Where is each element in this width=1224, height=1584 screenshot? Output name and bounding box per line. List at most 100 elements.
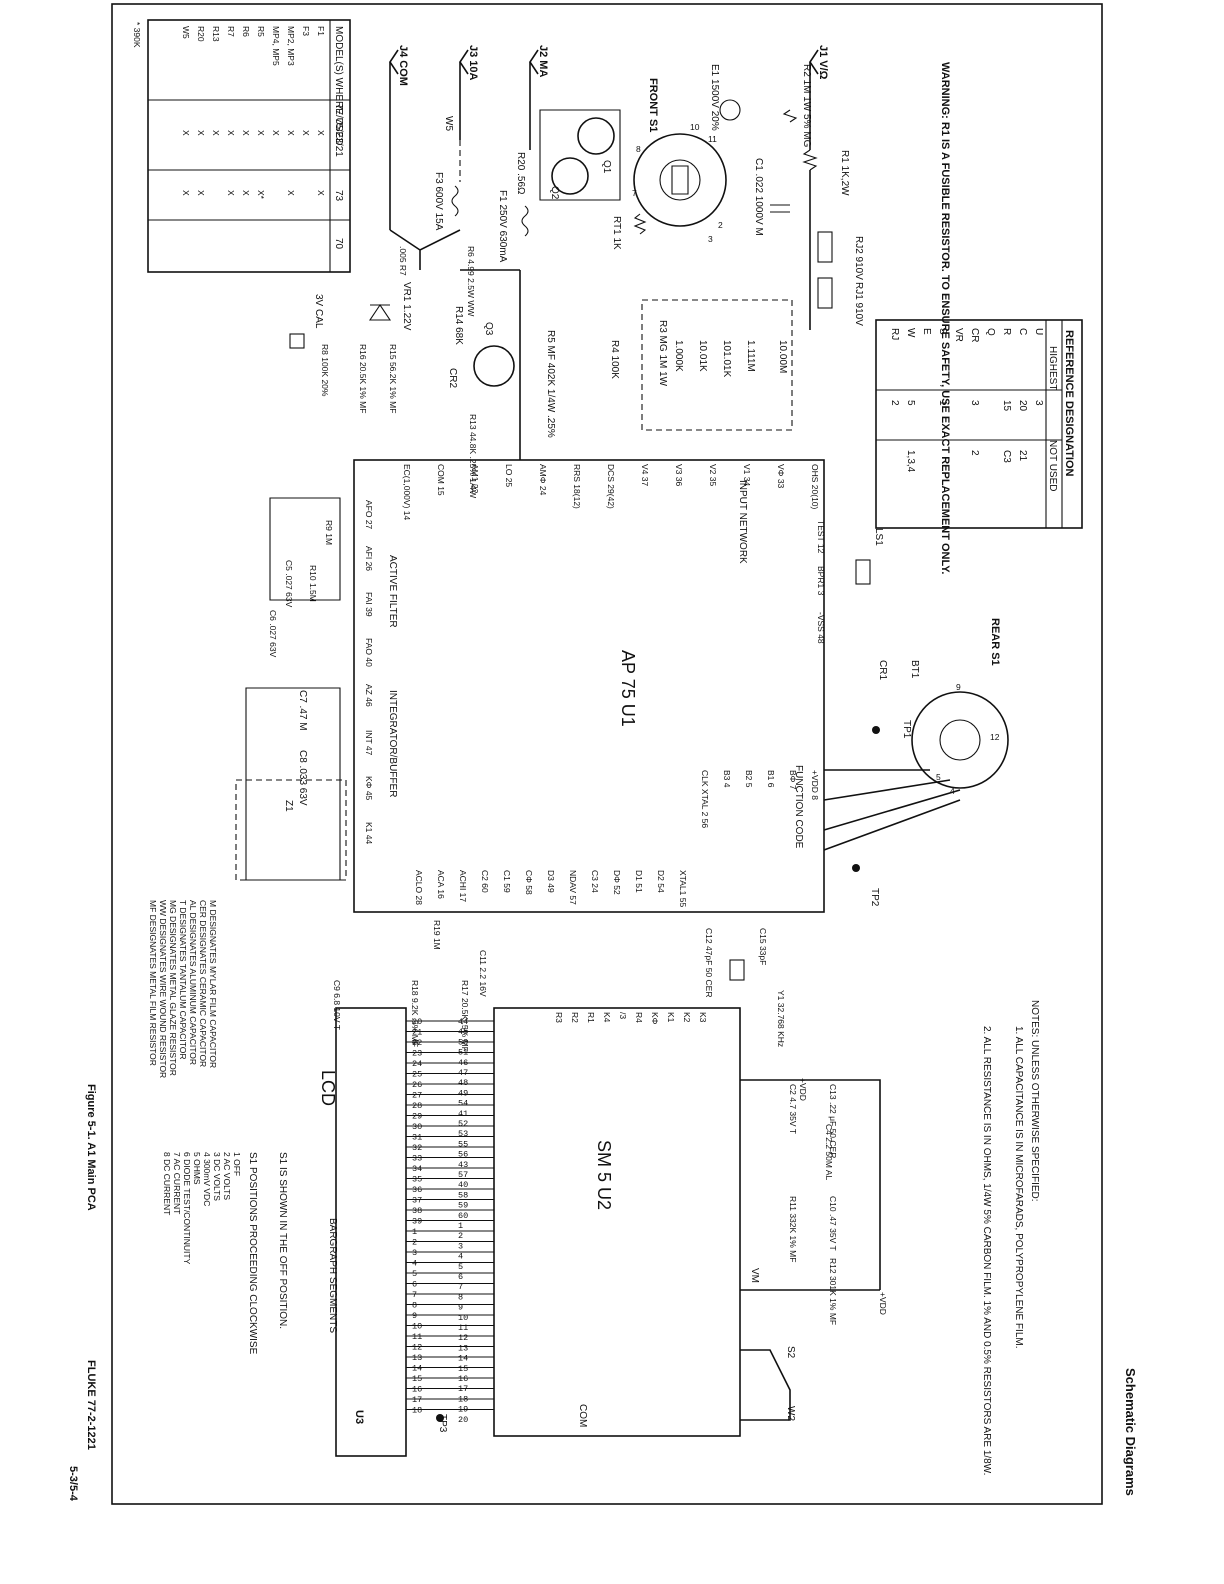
u2-pin-left: R1 [586, 1012, 596, 1023]
svg-text:VR1 1.22V: VR1 1.22V [401, 282, 412, 331]
drawing-border [111, 3, 1103, 1505]
svg-text:10.01K: 10.01K [697, 340, 708, 372]
u2-pin-left: KΦ [650, 1012, 660, 1025]
lcd-pin: 17 [412, 1395, 422, 1405]
model-row-col1: X [226, 130, 236, 136]
lcd-pin: 39 [412, 1217, 422, 1227]
u2-pin: 40 [458, 1180, 468, 1190]
u1-pin-left: V2 35 [708, 464, 718, 486]
u2-pin: 10 [458, 1313, 468, 1323]
jack-j1: J1 V/Ω [809, 45, 829, 150]
label-r3: R3 MG 1M 1W [657, 320, 668, 387]
model-row-col1: X [256, 130, 266, 136]
u1-pin-left: OHS 20(10) [810, 464, 820, 510]
u2-pin: 44 [458, 1017, 468, 1027]
lcd-pin: 29 [412, 1112, 422, 1122]
u2-pin: 57 [458, 1170, 468, 1180]
u2-pin: 5 [458, 1262, 463, 1272]
u2-pin: 49 [458, 1088, 468, 1098]
lcd-pin: 1 [412, 1227, 417, 1237]
u2-pin: 3 [458, 1241, 463, 1251]
svg-text:LS1: LS1 [873, 528, 884, 546]
lcd-pin: 32 [412, 1143, 422, 1153]
svg-text:3: 3 [708, 234, 713, 244]
svg-text:101.01K: 101.01K [721, 340, 732, 378]
u1-pin-right: C3 24 [590, 870, 600, 893]
svg-text:AP 75 U1: AP 75 U1 [618, 650, 638, 727]
u2-pin: 12 [458, 1333, 468, 1343]
svg-text:C8 .033 63V: C8 .033 63V [297, 750, 308, 806]
s1-position-item: 2 AC VOLTS [222, 1152, 232, 1200]
label-c1: C1 .022 1000V M [753, 158, 764, 236]
svg-text:J1 V/Ω: J1 V/Ω [817, 45, 829, 80]
label-r6: R6 4.99 2.5W WW [466, 246, 476, 316]
transistor-q1 [577, 117, 615, 155]
u2-pin-left: /3 [618, 1012, 628, 1019]
lcd-pin: 5 [412, 1269, 417, 1279]
legend-item: MG DESIGNATES METAL GLAZE RESISTOR [168, 900, 178, 1076]
lcd-pin: 4 [412, 1259, 417, 1269]
ref-row-highest: 3 [1033, 400, 1044, 406]
svg-text:J3 10A: J3 10A [467, 45, 479, 81]
ref-row-not-used: 21 [1017, 450, 1028, 462]
svg-text:Q1: Q1 [601, 160, 612, 174]
svg-text:10: 10 [690, 122, 700, 132]
u2-pin: 41 [458, 1109, 468, 1119]
rear-switch-s1: REAR S1 129 45 [911, 618, 1009, 796]
lcd-pin: 13 [412, 1353, 422, 1363]
svg-text:BT1: BT1 [909, 660, 920, 679]
u2-pin: 4 [458, 1252, 463, 1262]
legend-item: M DESIGNATES MYLAR FILM CAPACITOR [208, 900, 218, 1068]
u1-pin-right: ACHI 17 [458, 870, 468, 902]
varistor-rj2 [817, 231, 833, 263]
u1-pin-top: BPR1 3 [816, 566, 826, 596]
u2-pin: 18 [458, 1394, 468, 1404]
ref-row-ref: VR [953, 328, 964, 342]
u2-pin-left: R4 [634, 1012, 644, 1023]
u2-pin: 53 [458, 1129, 468, 1139]
svg-text:R18 9.2K .5% MF: R18 9.2K .5% MF [410, 980, 420, 1047]
thermistor-rt1 [633, 213, 647, 235]
u2-pin: 19 [458, 1405, 468, 1415]
svg-text:R11 332K 1% MF: R11 332K 1% MF [788, 1196, 798, 1262]
svg-text:INTEGRATOR/BUFFER: INTEGRATOR/BUFFER [387, 690, 398, 797]
label-rj2: RJ2 910V [853, 236, 864, 280]
transistor-q3 [473, 345, 515, 387]
s1-position-item: 5 OHMS [192, 1152, 202, 1185]
svg-text:ACTIVE FILTER: ACTIVE FILTER [387, 555, 398, 628]
svg-text:F3 600V 15A: F3 600V 15A [433, 172, 444, 231]
ref-row-highest: 1 [937, 400, 948, 406]
svg-text:R12 301K 1% MF: R12 301K 1% MF [828, 1258, 838, 1325]
active-filter-network [269, 497, 341, 601]
svg-text:Q2: Q2 [549, 186, 560, 200]
lcd-pin: 15 [412, 1374, 422, 1384]
svg-text:1.000K: 1.000K [673, 340, 684, 372]
u2-pin-left: K4 [602, 1012, 612, 1023]
label-rj1: RJ1 910V [853, 282, 864, 326]
s1-positions-title: S1 POSITIONS PROCEEDING CLOCKWISE [247, 1152, 258, 1355]
svg-text:9: 9 [956, 682, 961, 692]
model-row-col1: X [241, 130, 251, 136]
svg-text:C4 2.2 50M AL: C4 2.2 50M AL [824, 1124, 834, 1181]
svg-text:C11 2.2 16V: C11 2.2 16V [478, 950, 488, 997]
svg-text:C15 33pF: C15 33pF [758, 928, 768, 965]
jack-j3: J3 10A [459, 45, 479, 140]
u1-pin-left: AMΦ 24 [538, 464, 548, 496]
svg-text:+VDD: +VDD [878, 1292, 888, 1315]
model-row-part: MP4, MP5 [271, 26, 281, 66]
svg-text:2: 2 [718, 220, 723, 230]
svg-text:R9 1M: R9 1M [324, 520, 334, 545]
lcd-pin: 31 [412, 1133, 422, 1143]
transistor-q2 [551, 157, 589, 195]
svg-text:10.00M: 10.00M [777, 340, 788, 373]
svg-text:C7 .47 M: C7 .47 M [297, 690, 308, 731]
u2-pin: 58 [458, 1190, 468, 1200]
lcd-pin: 33 [412, 1154, 422, 1164]
svg-text:4: 4 [950, 786, 955, 796]
speaker-ls1 [855, 559, 871, 585]
u2-pin: 8 [458, 1292, 463, 1302]
model-row-part: R13 [211, 26, 221, 42]
u1-pin-right: +VDD 8 [810, 770, 820, 800]
